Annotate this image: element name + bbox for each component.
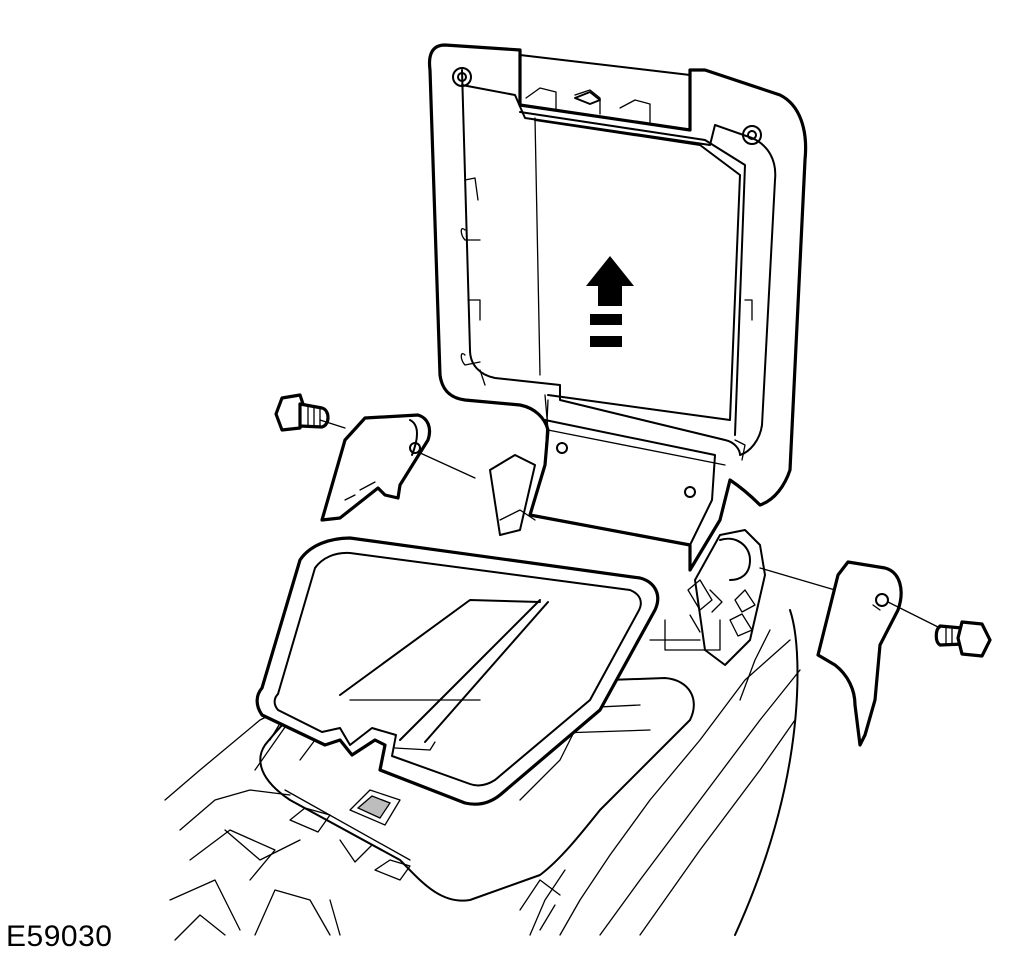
leader-lines [319,419,941,629]
right-bolt [934,620,992,658]
storage-tray [255,536,660,806]
figure-code-label: E59030 [6,920,113,953]
up-arrow-icon [586,256,634,347]
left-bolt [274,393,330,432]
right-hinge-cover [816,560,903,747]
hinge-base [489,454,766,666]
armrest-lid [427,43,808,572]
left-hinge-cover [320,413,432,522]
